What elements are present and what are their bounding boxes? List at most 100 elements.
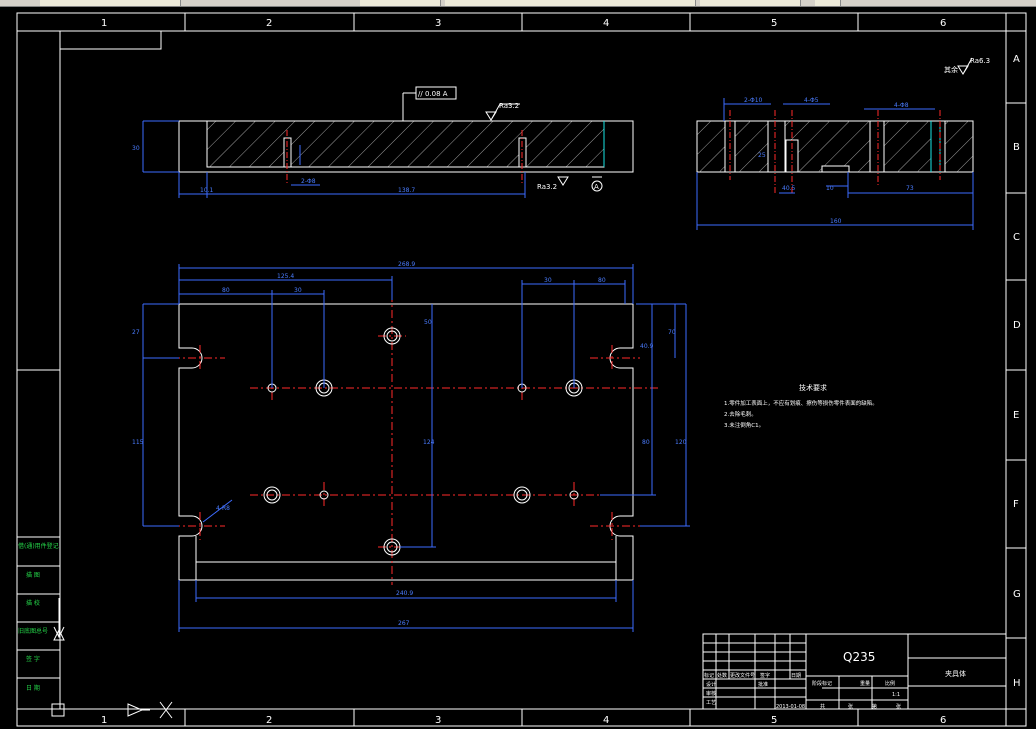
svg-text:4-R8: 4-R8 [216, 505, 230, 512]
code-box [59, 30, 162, 50]
grid-col-label: 3 [435, 18, 441, 29]
svg-text:50: 50 [424, 319, 432, 326]
svg-text:138.7: 138.7 [398, 187, 415, 194]
grid-col-label: 1 [101, 18, 107, 29]
roughness-corner: 其余 Ra6.3 [944, 57, 990, 75]
grid-row-label: G [1013, 589, 1021, 600]
svg-text:125.4: 125.4 [277, 273, 294, 280]
tolerance-label: // 0.08 A [418, 90, 448, 98]
title-block [702, 633, 1007, 710]
svg-text:日 期: 日 期 [26, 684, 40, 692]
left-stamp-column: 借(通)用件登记 描 图 描 校 旧底图总号 签 字 日 期 [16, 536, 61, 710]
grid-row-label: F [1013, 499, 1019, 510]
svg-text:4-Φ5: 4-Φ5 [804, 97, 819, 104]
svg-text:Ra6.3: Ra6.3 [970, 57, 990, 65]
svg-text:借(通)用件登记: 借(通)用件登记 [18, 542, 59, 550]
svg-text:处数: 处数 [717, 672, 727, 679]
svg-text:73: 73 [906, 185, 914, 192]
top-view-section[interactable]: // 0.08 A Ra3.2 Ra3.2 A 30 10.1 138.7 2-… [132, 86, 634, 198]
svg-text:124: 124 [423, 439, 435, 446]
toolbar-segment[interactable] [815, 0, 841, 6]
plate-outline [178, 320, 634, 581]
svg-text:2013-01-08: 2013-01-08 [776, 704, 805, 710]
svg-text:描 图: 描 图 [26, 571, 40, 579]
svg-text:更改文件号: 更改文件号 [730, 672, 755, 679]
svg-text:工艺: 工艺 [706, 700, 716, 706]
ucs-icon [51, 598, 173, 719]
grid-col-label: 4 [603, 18, 609, 29]
svg-text:267: 267 [398, 620, 410, 627]
grid-row-label: A [1013, 54, 1020, 65]
toolbar-segment[interactable] [700, 0, 801, 6]
toolbar-segment[interactable] [360, 0, 441, 6]
tech-req-item: 2.去除毛刺。 [724, 410, 757, 418]
svg-text:批准: 批准 [758, 681, 768, 688]
svg-text:40.9: 40.9 [640, 343, 654, 350]
svg-text:Ra3.2: Ra3.2 [499, 102, 519, 110]
svg-text:第: 第 [872, 703, 877, 710]
svg-text:70: 70 [668, 329, 676, 336]
tech-req-title: 技术要求 [799, 383, 827, 392]
svg-text:80: 80 [222, 287, 230, 294]
svg-text:其余: 其余 [944, 65, 958, 74]
tech-req-item: 3.未注倒角C1。 [724, 421, 764, 429]
grid-col-label: 5 [771, 715, 777, 726]
drawing-canvas[interactable]: 1 2 3 4 5 6 1 2 3 4 5 6 A B C D E F G H … [0, 7, 1036, 729]
svg-text:240.9: 240.9 [396, 590, 413, 597]
svg-text:40.5: 40.5 [782, 185, 796, 192]
toolbar-segment[interactable] [445, 0, 696, 6]
svg-text:签字: 签字 [760, 672, 770, 679]
grid-col-label: 4 [603, 715, 609, 726]
svg-text:30: 30 [132, 145, 140, 152]
svg-text:27: 27 [132, 329, 140, 336]
svg-text:80: 80 [642, 439, 650, 446]
svg-text:120: 120 [675, 439, 687, 446]
row-ticks [17, 102, 1026, 639]
svg-text:共: 共 [820, 703, 825, 710]
grid-col-label: 6 [940, 18, 946, 29]
svg-text:268.9: 268.9 [398, 261, 415, 268]
column-ticks [184, 13, 859, 726]
grid-col-label: 6 [940, 715, 946, 726]
plan-view[interactable]: 268.9 125.4 80 30 30 80 50 40.9 70 115 2… [132, 261, 690, 632]
svg-text:张: 张 [896, 703, 901, 710]
svg-text:日期: 日期 [791, 673, 801, 679]
svg-text:25: 25 [758, 152, 766, 159]
svg-text:160: 160 [830, 218, 842, 225]
svg-text:重量: 重量 [860, 680, 870, 687]
svg-text:2-Φ10: 2-Φ10 [744, 97, 763, 104]
toolbar-segment[interactable] [40, 0, 181, 6]
svg-text:签 字: 签 字 [26, 655, 40, 663]
grid-col-label: 1 [101, 715, 107, 726]
svg-text:10.1: 10.1 [200, 187, 214, 194]
svg-text:1:1: 1:1 [892, 692, 900, 698]
svg-text:30: 30 [544, 277, 552, 284]
grid-col-label: 2 [266, 715, 272, 726]
svg-text:张: 张 [848, 703, 853, 710]
grid-row-label: B [1013, 142, 1020, 153]
toolbar [0, 0, 1036, 7]
svg-text:10: 10 [826, 185, 834, 192]
part-name-label: 夹具体 [945, 669, 966, 678]
svg-text:描 校: 描 校 [26, 599, 40, 607]
grid-labels: 1 2 3 4 5 6 1 2 3 4 5 6 A B C D E F G H [101, 18, 1021, 726]
svg-text:审核: 审核 [706, 690, 716, 697]
roughness-symbol [485, 103, 520, 121]
title-block-text: Q235 夹具体 1:1 2013-01-08 标记 处数 更改文件号 签字 日… [704, 650, 966, 710]
datum-symbol [591, 180, 603, 192]
technical-requirements: 技术要求 1.零件加工表面上，不应有划痕、擦伤等损伤零件表面的缺陷。 2.去除毛… [724, 383, 878, 429]
grid-col-label: 2 [266, 18, 272, 29]
svg-text:A: A [594, 183, 599, 191]
svg-text:115: 115 [132, 439, 144, 446]
tech-req-item: 1.零件加工表面上，不应有划痕、擦伤等损伤零件表面的缺陷。 [724, 399, 878, 407]
svg-text:2-Φ8: 2-Φ8 [301, 178, 316, 185]
grid-row-label: D [1013, 320, 1021, 331]
svg-text:阶段标记: 阶段标记 [812, 680, 832, 687]
side-view-section[interactable]: 2-Φ10 4-Φ5 4-Φ8 40.5 10 73 160 25 [696, 97, 974, 230]
material-label: Q235 [843, 650, 875, 664]
svg-text:Ra3.2: Ra3.2 [537, 183, 557, 191]
svg-text:4-Φ8: 4-Φ8 [894, 102, 909, 109]
grid-row-label: E [1013, 410, 1019, 421]
svg-text:比例: 比例 [885, 680, 895, 687]
svg-text:设计: 设计 [706, 681, 716, 688]
